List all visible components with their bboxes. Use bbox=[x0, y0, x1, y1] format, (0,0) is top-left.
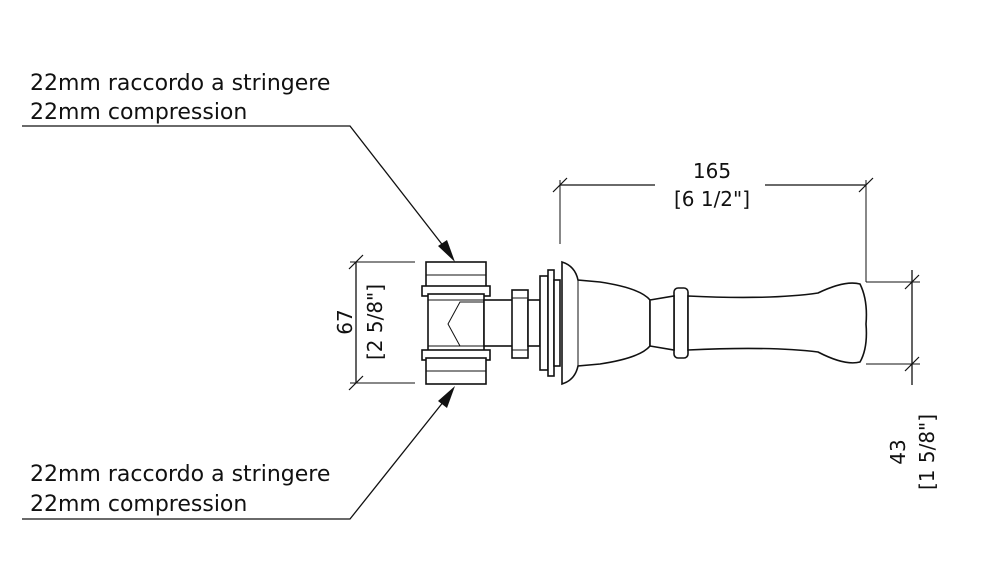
dimension-handle: 43 [1 5/8"] bbox=[866, 270, 939, 490]
callout-top: 22mm raccordo a stringere 22mm compressi… bbox=[22, 71, 455, 262]
dimension-height: 67 [2 5/8"] bbox=[333, 254, 415, 391]
dimension-length-mm: 165 bbox=[693, 159, 731, 183]
lever-handle bbox=[561, 260, 868, 386]
dimension-length-inch: [6 1/2"] bbox=[674, 187, 750, 211]
dimension-height-mm: 67 bbox=[333, 309, 357, 334]
callout-bottom-leader bbox=[22, 395, 449, 520]
callout-bottom-line1: 22mm raccordo a stringere bbox=[30, 462, 330, 487]
dimension-height-inch: [2 5/8"] bbox=[363, 284, 387, 360]
callout-top-line1: 22mm raccordo a stringere bbox=[30, 71, 330, 96]
callout-top-line2: 22mm compression bbox=[30, 100, 247, 125]
callout-top-leader bbox=[22, 125, 449, 253]
valve-body bbox=[421, 261, 515, 385]
dimension-handle-mm: 43 bbox=[886, 439, 910, 464]
dimension-length: 165 [6 1/2"] bbox=[552, 159, 874, 282]
spindle-assembly bbox=[511, 269, 561, 377]
callout-top-arrowhead bbox=[438, 240, 455, 262]
callout-bottom-line2: 22mm compression bbox=[30, 492, 247, 517]
callout-bottom-arrowhead bbox=[438, 386, 455, 408]
dimension-handle-inch: [1 5/8"] bbox=[915, 414, 939, 490]
callout-bottom: 22mm raccordo a stringere 22mm compressi… bbox=[22, 386, 455, 520]
